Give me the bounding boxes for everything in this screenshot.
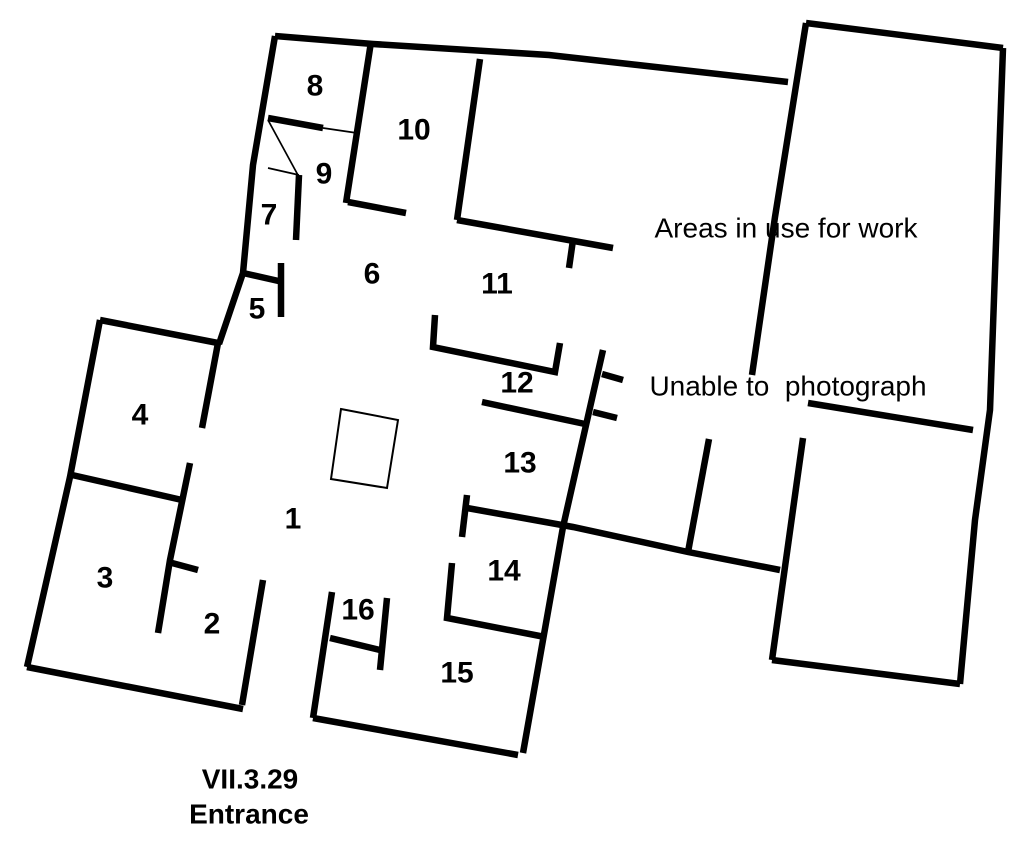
room-label-14: 14	[487, 555, 521, 588]
room14-north-jamb	[458, 494, 471, 538]
impluvium-basin	[329, 407, 400, 490]
southeast-room-west-wall	[768, 437, 807, 661]
room4-north-wall	[99, 316, 219, 347]
southeast-room-south-wall	[771, 656, 961, 688]
room14-south-wall	[443, 562, 546, 641]
room-label-9: 9	[316, 158, 333, 191]
room10-south-west-wall	[347, 198, 407, 217]
room-label-7: 7	[261, 199, 278, 232]
room14-north-long-wall	[466, 504, 781, 574]
room-label-15: 15	[440, 657, 473, 690]
outer-top-wall	[274, 32, 789, 86]
room-label-10: 10	[397, 114, 430, 147]
room16-east-wall	[376, 597, 391, 671]
room15-west-wall	[309, 591, 336, 719]
room2-door-jamb	[171, 559, 199, 574]
wall-room3-room2	[154, 462, 194, 634]
room-label-12: 12	[500, 367, 533, 400]
northeast-room-west-wall	[748, 22, 810, 376]
northeast-room-top-wall	[805, 19, 1004, 52]
wall-room12-room13	[481, 398, 586, 428]
spine-door-jamb-lower	[592, 408, 618, 422]
room2-east-wall	[238, 579, 267, 706]
wall-room4-room3	[71, 471, 183, 504]
wall-room8-room9	[267, 114, 324, 132]
room-label-11: 11	[481, 268, 513, 301]
right-court-divider-wall	[684, 438, 713, 553]
entrance-address-label: VII.3.29	[202, 764, 299, 795]
outer-south-west-wall	[26, 663, 244, 713]
room-label-2: 2	[204, 608, 221, 641]
stair-line-3	[322, 127, 358, 134]
outer-east-wall	[956, 47, 1007, 685]
stair-line-2	[267, 167, 300, 176]
room11-door-jamb	[565, 239, 577, 269]
unable-to-photograph-label: Unable to photograph	[649, 371, 926, 402]
wall-room8-room10	[342, 41, 375, 204]
room4-east-wall	[198, 342, 222, 429]
entrance-caption-label: Entrance	[189, 799, 309, 830]
outer-west-upper-wall	[215, 35, 279, 346]
stair-line-1	[267, 119, 300, 178]
room-label-8: 8	[307, 70, 324, 103]
spine-door-jamb-upper	[601, 370, 624, 384]
east-court-cross-wall	[807, 399, 974, 434]
room10-east-wall	[453, 58, 484, 221]
room-label-1: 1	[285, 503, 302, 536]
room5-north-wall	[242, 269, 284, 286]
room-label-4: 4	[132, 399, 149, 432]
outer-west-lower-wall	[23, 319, 104, 668]
room11-north-wall	[456, 216, 614, 252]
room-label-3: 3	[97, 562, 114, 595]
wall-room7-room9	[292, 174, 303, 241]
room16-south-wall	[329, 634, 381, 654]
room-label-6: 6	[364, 258, 381, 291]
room-label-13: 13	[503, 447, 536, 480]
room-label-16: 16	[341, 594, 374, 627]
room12-alcove-wall	[429, 314, 564, 376]
room-label-5: 5	[249, 293, 266, 326]
room15-south-wall	[312, 714, 519, 759]
areas-in-use-label: Areas in use for work	[655, 213, 919, 244]
